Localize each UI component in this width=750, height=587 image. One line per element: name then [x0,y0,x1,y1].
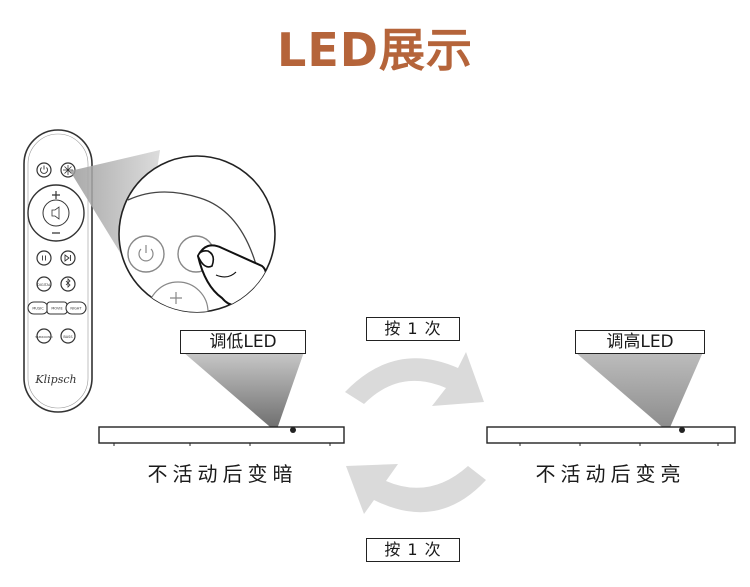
right-led-indicator [679,427,685,433]
surround-button-label: SURROUND [35,335,53,339]
bass-button-label: BASS [63,335,73,339]
right-caption: 不活动后变亮 [535,462,686,486]
step-label-bottom: 按 1 次 [366,538,460,562]
cycle-arrow-back-icon [346,464,486,514]
cycle-arrow-forward-icon [345,352,484,406]
remote-control: DIGITAL MUSIC MOVIE NIGHT SURROUND BASS … [23,129,93,413]
left-indicator-label: 调低LED [180,330,306,354]
movie-button-label: MOVIE [51,307,62,311]
left-soundbar [98,426,345,446]
right-indicator-label: 调高LED [575,330,705,354]
digital-button-label: DIGITAL [37,283,51,287]
right-soundbar [486,426,736,446]
right-led-beam [575,352,703,432]
zoom-detail [118,155,276,313]
power-button-icon [36,162,52,178]
music-button-label: MUSIC [32,307,44,311]
step-label-top: 按 1 次 [366,317,460,341]
night-button-label: NIGHT [70,307,82,311]
left-led-beam [183,352,304,432]
page-title: LED展示 [277,23,473,77]
brand-logo: Klipsch [34,373,76,386]
left-caption: 不活动后变暗 [147,462,298,486]
zoom-power-icon [127,235,165,273]
left-led-indicator [290,427,296,433]
